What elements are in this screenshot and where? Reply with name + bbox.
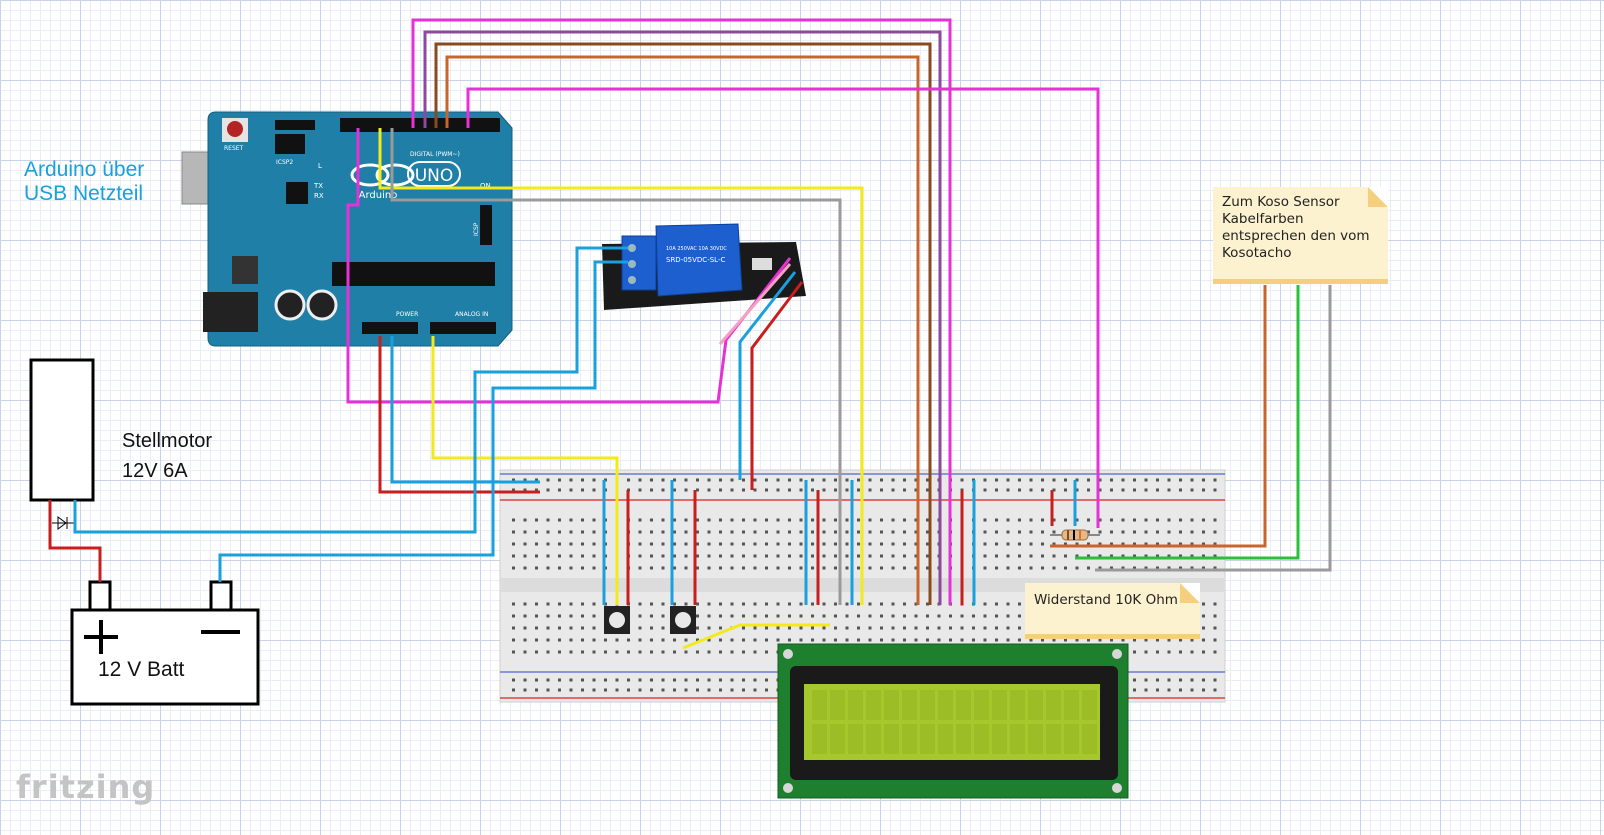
- wire-sensor-orange: [1050, 285, 1267, 548]
- arduino-tx-label: TX: [313, 182, 323, 190]
- wire-blue-gnd: [390, 336, 540, 484]
- diode: [52, 516, 76, 530]
- potentiometer-1: [604, 606, 630, 634]
- wire-yellow-top: [378, 128, 864, 605]
- wire-blue-relay-3: [738, 271, 797, 480]
- motor-label: Stellmotor 12V 6A: [122, 430, 213, 482]
- wire-red-5v: [378, 336, 540, 494]
- lcd-character-grid: [812, 690, 1097, 754]
- fritzing-logo: fritzing: [16, 768, 156, 806]
- motor: [29, 358, 95, 502]
- wire-red-relay: [750, 281, 804, 490]
- arduino-analog-label: ANALOG IN: [455, 311, 488, 318]
- arduino-uno-board: UNO Arduino RESET DIGITAL (PWM~) POWER A…: [181, 111, 513, 347]
- wire-red-motor: [48, 500, 102, 582]
- arduino-power-label: POWER: [396, 311, 418, 318]
- relay-part-number: SRD-05VDC-SL-C: [666, 256, 725, 264]
- resistor-note: Widerstand 10K Ohm: [1025, 583, 1200, 639]
- arduino-l-label: L: [318, 162, 322, 170]
- arduino-brand: Arduino: [359, 190, 398, 201]
- potentiometer-2: [670, 606, 696, 634]
- wire-gray-top: [390, 128, 842, 605]
- relay-rating: 10A 250VAC 10A 30VDC: [666, 246, 727, 252]
- wire-yellow-contrast: [682, 623, 830, 650]
- wire-purple: [423, 30, 942, 605]
- wire-magenta-relay: [346, 128, 792, 404]
- sensor-note: Zum Koso Sensor Kabelfarben entsprechen …: [1213, 187, 1388, 284]
- wire-blue-relay-1: [73, 246, 628, 534]
- wire-pink-relay: [718, 263, 792, 345]
- wire-yellow-a0: [431, 336, 619, 605]
- arduino-power-label: Arduino über USB Netzteil: [24, 158, 145, 205]
- wire-sensor-green: [1075, 285, 1300, 560]
- resistor-10k: [1050, 529, 1100, 541]
- wires: [48, 18, 1332, 650]
- wire-blue-relay-2: [218, 260, 628, 582]
- battery-label: 12 V Batt: [98, 658, 185, 681]
- wire-brown: [434, 42, 932, 605]
- relay-module: SRD-05VDC-SL-C 10A 250VAC 10A 30VDC: [602, 223, 806, 310]
- wire-sensor-gray: [1095, 285, 1332, 572]
- wire-magenta-sensor: [466, 87, 1100, 528]
- arduino-reset-label: RESET: [224, 145, 244, 152]
- arduino-on-label: ON: [480, 182, 491, 190]
- arduino-digital-label: DIGITAL (PWM~): [410, 151, 460, 158]
- wire-magenta-top: [411, 18, 952, 605]
- arduino-model: UNO: [415, 166, 454, 186]
- arduino-icsp2-label: ICSP2: [276, 159, 293, 166]
- wire-orange-brown: [445, 55, 920, 605]
- arduino-rx-label: RX: [314, 192, 324, 200]
- lcd-16x2: [777, 643, 1129, 799]
- battery: [70, 580, 260, 706]
- arduino-icsp-label: ICSP: [473, 222, 480, 236]
